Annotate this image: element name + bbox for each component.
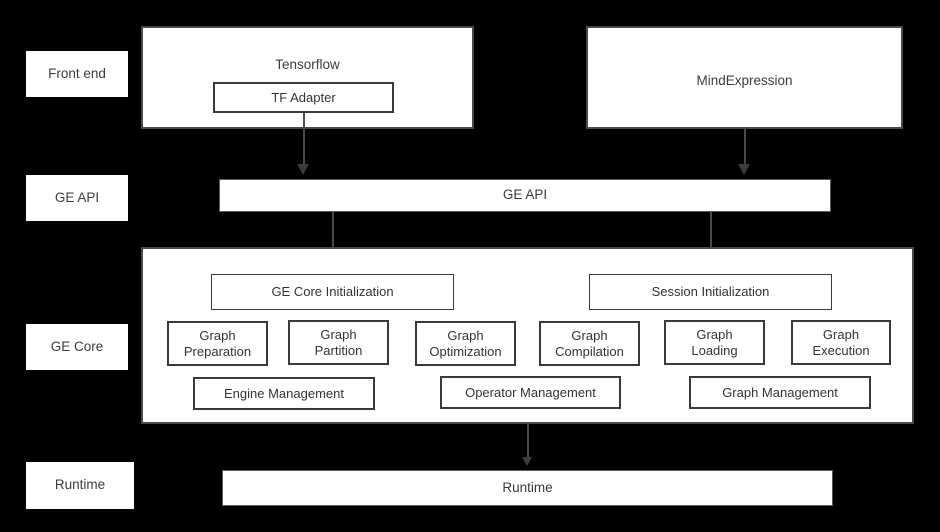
mindexpression-container: MindExpression [586, 26, 903, 129]
module-graph-compilation-line1: Graph [571, 327, 608, 343]
module-graph-management[interactable]: Graph Management [689, 376, 871, 409]
runtime-bar-label: Runtime [502, 479, 553, 495]
ge-api-bar[interactable]: GE API [219, 179, 831, 212]
module-graph-loading-line2: Loading [691, 342, 738, 358]
module-operator-management[interactable]: Operator Management [440, 376, 621, 409]
tier-label-front-end: Front end [26, 51, 128, 97]
module-graph-execution-line1: Graph [822, 326, 860, 342]
ge-core-initialization-box[interactable]: GE Core Initialization [211, 274, 454, 310]
module-graph-partition-line2: Partition [314, 342, 363, 358]
connector-mindexpression-to-ge-api [744, 129, 746, 165]
module-graph-partition[interactable]: Graph Partition [288, 320, 389, 365]
module-graph-optimization-line2: Optimization [429, 343, 502, 359]
tier-label-runtime: Runtime [26, 462, 134, 509]
module-graph-compilation-line2: Compilation [555, 343, 624, 359]
tier-label-runtime-text: Runtime [54, 477, 106, 493]
ge-core-initialization-label: GE Core Initialization [271, 284, 394, 300]
tier-label-ge-api-text: GE API [54, 189, 100, 205]
module-graph-management-label: Graph Management [722, 384, 838, 400]
module-graph-execution-line2: Execution [812, 342, 870, 358]
module-graph-loading[interactable]: Graph Loading [664, 320, 765, 365]
module-graph-optimization-line1: Graph [447, 327, 484, 343]
module-graph-optimization[interactable]: Graph Optimization [415, 321, 516, 366]
ge-api-bar-label: GE API [502, 187, 548, 203]
arrowhead-mindexpression-to-ge-api [738, 164, 750, 175]
module-graph-loading-line1: Graph [696, 326, 733, 342]
arrowhead-ge-core-to-runtime [522, 457, 532, 466]
module-graph-preparation[interactable]: Graph Preparation [167, 321, 268, 366]
tier-label-ge-api: GE API [26, 175, 128, 221]
module-graph-preparation-line1: Graph [199, 327, 236, 343]
tensorflow-container: Tensorflow [141, 26, 474, 129]
runtime-bar[interactable]: Runtime [222, 470, 833, 506]
arrowhead-tf-adapter-to-ge-api [297, 164, 309, 175]
tensorflow-title: Tensorflow [275, 57, 340, 72]
connector-ge-api-to-session-init [710, 212, 712, 263]
connector-tf-adapter-to-ge-api [303, 113, 305, 165]
module-graph-execution[interactable]: Graph Execution [791, 320, 891, 365]
module-graph-preparation-line2: Preparation [183, 343, 252, 359]
tf-adapter-box[interactable]: TF Adapter [213, 82, 394, 113]
session-initialization-box[interactable]: Session Initialization [589, 274, 832, 310]
module-engine-management[interactable]: Engine Management [193, 377, 375, 410]
module-operator-management-label: Operator Management [465, 384, 596, 400]
module-graph-partition-line1: Graph [320, 326, 357, 342]
tier-label-front-end-text: Front end [48, 65, 106, 81]
connector-ge-core-to-runtime [527, 424, 529, 458]
session-initialization-label: Session Initialization [651, 284, 770, 300]
connector-ge-api-to-ge-core-init [332, 212, 334, 263]
module-graph-compilation[interactable]: Graph Compilation [539, 321, 640, 366]
mindexpression-title: MindExpression [696, 73, 793, 88]
tier-label-ge-core: GE Core [26, 324, 128, 370]
module-engine-management-label: Engine Management [224, 385, 344, 401]
tier-label-ge-core-text: GE Core [50, 338, 104, 354]
tf-adapter-label: TF Adapter [271, 89, 336, 105]
